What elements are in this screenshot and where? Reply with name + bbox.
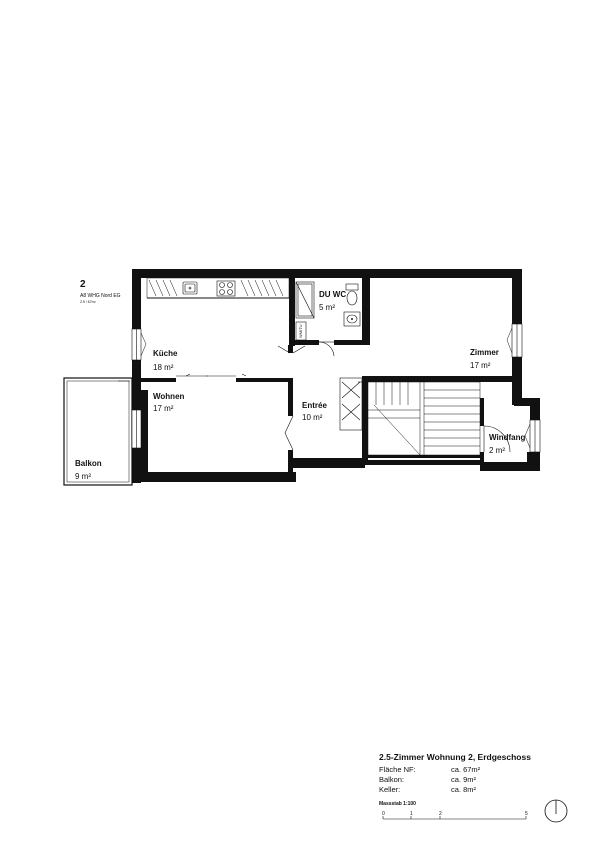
room-name-zimmer: Zimmer xyxy=(470,348,499,357)
area-row-value: ca. 9m² xyxy=(451,775,477,784)
area-row-value: ca. 67m² xyxy=(451,765,481,774)
room-name-entree: Entrée xyxy=(302,401,327,410)
scale-bar xyxy=(382,816,527,820)
room-area-kueche: 18 m² xyxy=(153,363,174,372)
room-area-zimmer: 17 m² xyxy=(470,361,491,370)
doors xyxy=(176,341,511,453)
scale-tick-label: 0 xyxy=(382,811,385,817)
exterior-walls xyxy=(132,269,540,483)
area-row-value: ca. 8m² xyxy=(451,785,477,794)
room-name-kueche: Küche xyxy=(153,349,178,358)
room-name-du-wc: DU WC xyxy=(319,290,346,299)
room-area-windfang: 2 m² xyxy=(489,446,505,455)
kitchen-counter xyxy=(146,277,290,299)
toilet-icon xyxy=(345,283,359,306)
unit-number: 2 xyxy=(80,279,86,290)
room-area-wohnen: 17 m² xyxy=(153,404,174,413)
north-arrow-icon xyxy=(544,799,568,823)
windows xyxy=(131,323,541,453)
cooktop-icon xyxy=(216,280,236,297)
balcony xyxy=(63,377,133,486)
washer-label: WM/TU xyxy=(298,324,303,338)
plan-title: 2.5-Zimmer Wohnung 2, Erdgeschoss xyxy=(379,752,531,762)
room-name-wohnen: Wohnen xyxy=(153,392,185,401)
room-area-entree: 10 m² xyxy=(302,413,323,422)
room-name-windfang: Windfang xyxy=(489,433,525,442)
washbasin-icon xyxy=(343,311,361,327)
area-row-label: Keller: xyxy=(379,785,400,794)
room-area-balkon: 9 m² xyxy=(75,472,91,481)
area-row-label: Fläche NF: xyxy=(379,765,416,774)
scale-tick-label: 1 xyxy=(410,811,413,817)
scale-tick-label: 2 xyxy=(439,811,442,817)
staircase xyxy=(367,381,481,456)
area-row-label: Balkon: xyxy=(379,775,404,784)
scale-label: Massstab 1:100 xyxy=(379,801,416,807)
scale-tick-label: 5 xyxy=(525,811,528,817)
sink-icon xyxy=(182,281,198,295)
unit-sublabel: 2.5 / 67m² xyxy=(80,300,97,304)
shower-icon xyxy=(295,281,315,319)
unit-label: A8 WHG Nord EG xyxy=(80,293,121,299)
washer-icon xyxy=(295,321,307,341)
room-name-balkon: Balkon xyxy=(75,459,102,468)
interior-walls xyxy=(141,278,512,476)
room-area-du-wc: 5 m² xyxy=(319,303,335,312)
